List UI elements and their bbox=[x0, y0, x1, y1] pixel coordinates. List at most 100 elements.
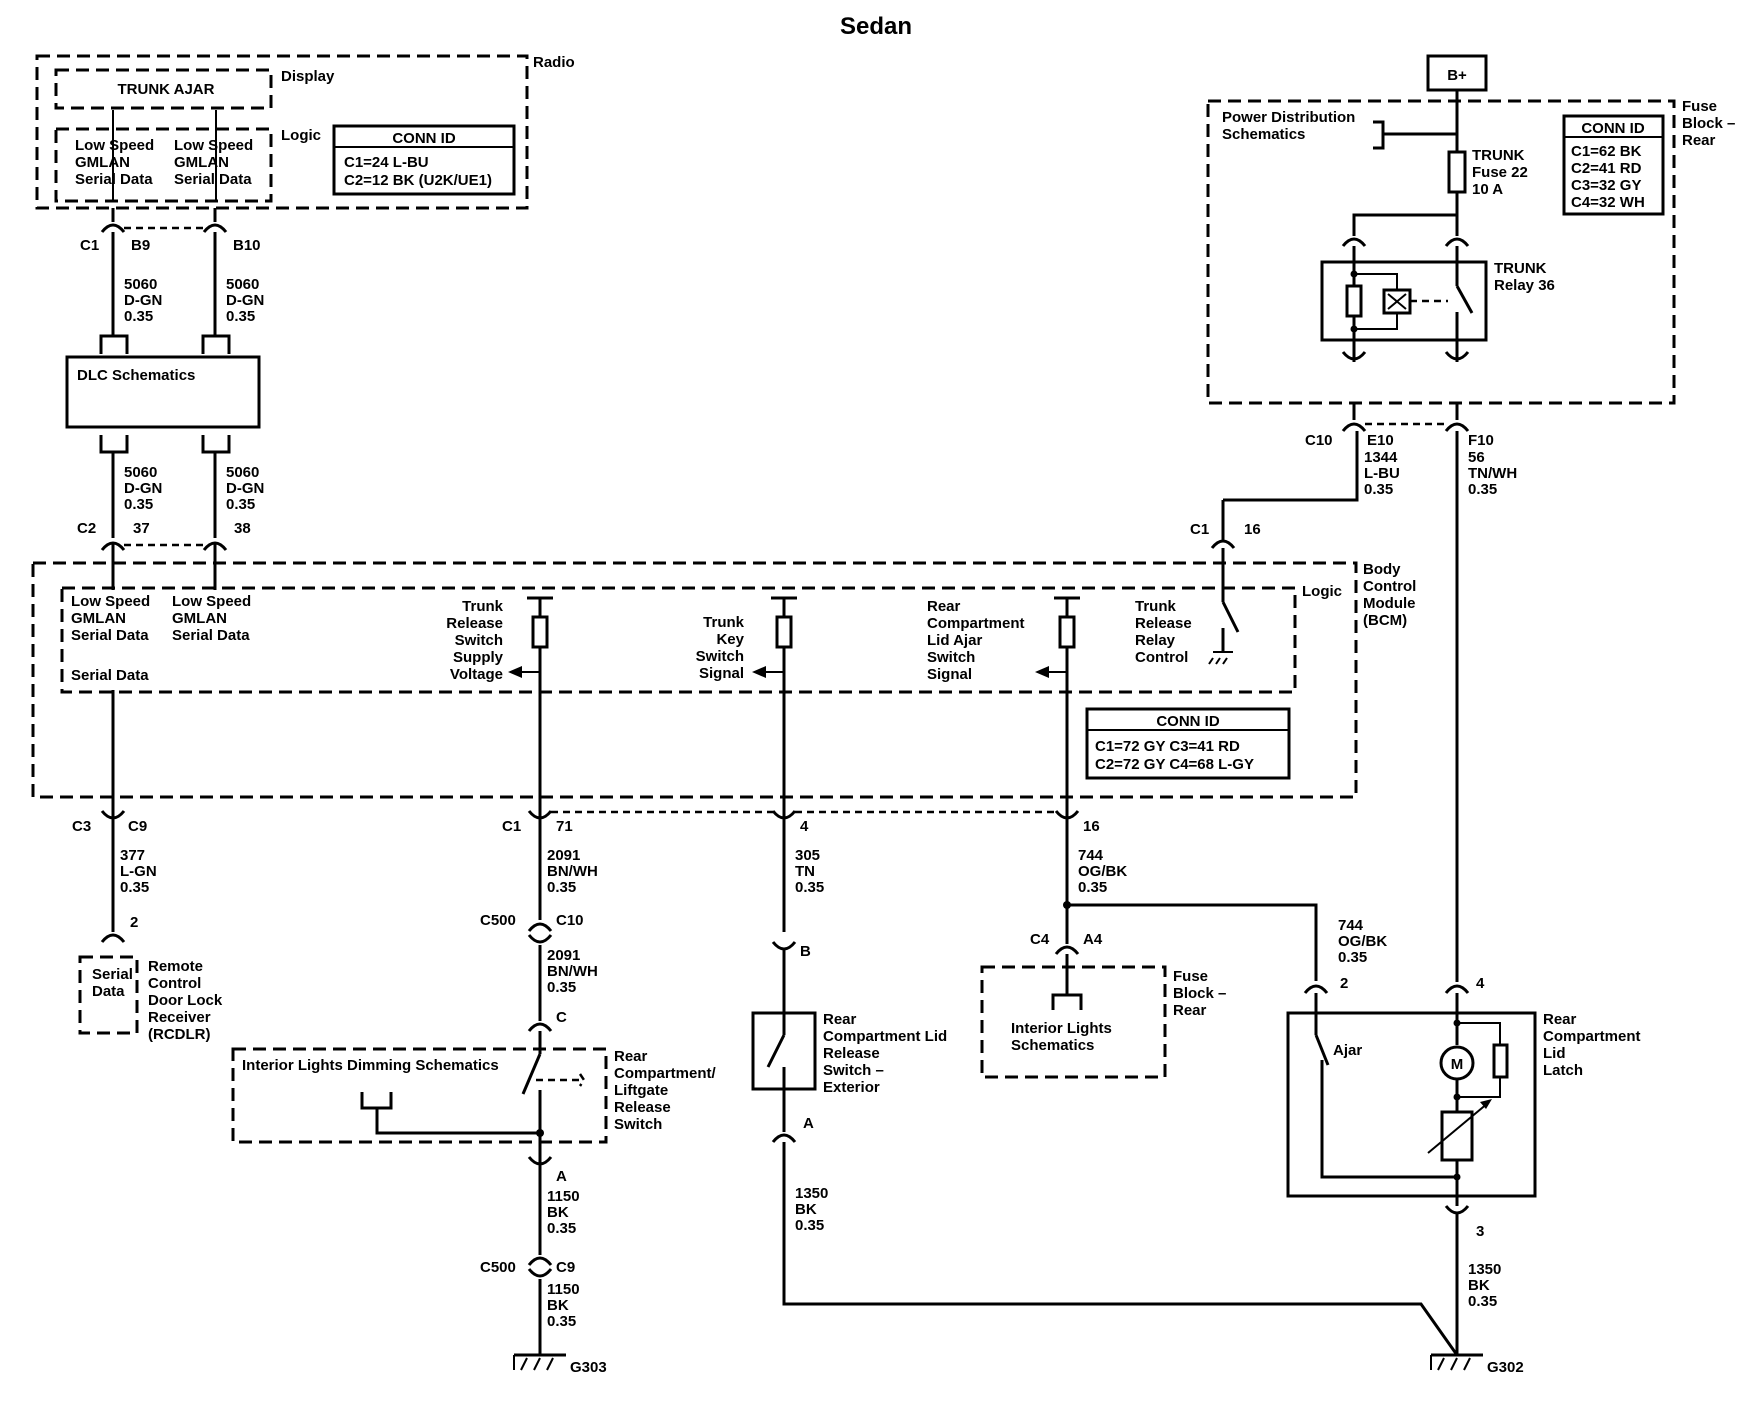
ground-g303: G303 bbox=[570, 1359, 607, 1376]
wire-377-line-1: 377 bbox=[120, 847, 145, 864]
fuse-conn-id-line-1: C1=62 BK bbox=[1571, 143, 1642, 160]
fuse-block-label-line-3: Rear bbox=[1682, 132, 1716, 149]
bcm-c3-label: C3 bbox=[72, 818, 91, 835]
motor-icon: M bbox=[1451, 1056, 1464, 1073]
wire-1150-a-line-3: 0.35 bbox=[547, 1220, 576, 1237]
bcm-gmlan-2-line-3: Serial Data bbox=[172, 627, 250, 644]
bcm-connector-c3: C3 C9 bbox=[72, 810, 147, 835]
trunk-release-relay-line-2: Release bbox=[1135, 615, 1192, 632]
bcm-pin-c9: C9 bbox=[128, 818, 147, 835]
wire-744-a-line-3: 0.35 bbox=[1078, 879, 1107, 896]
rcdlr-serial-line-1: Serial bbox=[92, 966, 133, 983]
wire-5060-d-line-2: D-GN bbox=[226, 480, 264, 497]
dlc-label: DLC Schematics bbox=[77, 367, 195, 384]
bcm-pin-71: 71 bbox=[556, 818, 573, 835]
exterior-release-switch-circuit: 305 TN 0.35 B Rear Compartment Lid Relea… bbox=[751, 820, 1459, 1356]
wire-305-line-1: 305 bbox=[795, 847, 820, 864]
wire-1150-a-line-1: 1150 bbox=[547, 1188, 580, 1205]
bcm-gmlan-1-line-1: Low Speed bbox=[71, 593, 150, 610]
radio-conn-id-line-1: C1=24 L-BU bbox=[344, 154, 429, 171]
rcdlr-serial-line-2: Data bbox=[92, 983, 125, 1000]
wire-56-line-3: 0.35 bbox=[1468, 481, 1497, 498]
trunk-release-relay-line-3: Relay bbox=[1135, 632, 1176, 649]
wire-5060-b-line-1: 5060 bbox=[226, 276, 259, 293]
wire-2091-a-line-2: BN/WH bbox=[547, 863, 598, 880]
latch-label-line-2: Compartment bbox=[1543, 1028, 1641, 1045]
exterior-pin-b: B bbox=[800, 943, 811, 960]
c500-bottom-label: C500 bbox=[480, 1259, 516, 1276]
exterior-pin-a: A bbox=[803, 1115, 814, 1132]
bcm-label-line-2: Control bbox=[1363, 578, 1416, 595]
wire-377-line-3: 0.35 bbox=[120, 879, 149, 896]
liftgate-pin-c9: C9 bbox=[556, 1259, 575, 1276]
bcm-pin-16-top: 16 bbox=[1244, 521, 1261, 538]
radio-pin-b10: B10 bbox=[233, 237, 261, 254]
wire-1150-b-line-2: BK bbox=[547, 1297, 569, 1314]
wire-5060-c-line-2: D-GN bbox=[124, 480, 162, 497]
liftgate-pin-c: C bbox=[556, 1009, 567, 1026]
wire-1344-line-3: 0.35 bbox=[1364, 481, 1393, 498]
wire-5060-c-line-3: 0.35 bbox=[124, 496, 153, 513]
fuse-block-label-line-2: Block – bbox=[1682, 115, 1735, 132]
trunk-release-switch-line-2: Release bbox=[446, 615, 503, 632]
fuse-block-rear: B+ Fuse Block – Rear Power Distribution … bbox=[1206, 54, 1735, 405]
liftgate-pin-c10: C10 bbox=[556, 912, 584, 929]
trunk-key-switch-line-3: Switch bbox=[696, 648, 744, 665]
fuse-22-line-1: TRUNK bbox=[1472, 147, 1525, 164]
wire-377-line-2: L-GN bbox=[120, 863, 157, 880]
interior-lights-circuit: 744 OG/BK 0.35 744 OG/BK 0.35 C4 A4 Inte… bbox=[980, 820, 1387, 1079]
trunk-release-switch-line-1: Trunk bbox=[462, 598, 503, 615]
radio-gmlan-1-line-1: Low Speed bbox=[75, 137, 154, 154]
wire-5060-a-line-1: 5060 bbox=[124, 276, 157, 293]
ground-g302: G302 bbox=[1487, 1359, 1524, 1376]
rcdlr-circuit: 377 L-GN 0.35 2 Serial Data Remote Contr… bbox=[78, 820, 223, 1043]
bcm-gmlan-2-line-1: Low Speed bbox=[172, 593, 251, 610]
wire-5060-c-line-1: 5060 bbox=[124, 464, 157, 481]
lid-ajar-switch-line-3: Lid Ajar bbox=[927, 632, 982, 649]
bcm-label-line-4: (BCM) bbox=[1363, 612, 1407, 629]
interior-dimming-label: Interior Lights Dimming Schematics bbox=[242, 1057, 499, 1074]
trunk-key-switch-line-4: Signal bbox=[699, 665, 744, 682]
lid-ajar-switch-line-5: Signal bbox=[927, 666, 972, 683]
fuse-pin-f10: F10 bbox=[1468, 432, 1494, 449]
interior-fuse-block-line-1: Fuse bbox=[1173, 968, 1208, 985]
latch-ajar-label: Ajar bbox=[1333, 1042, 1362, 1059]
bcm-label-line-1: Body bbox=[1363, 561, 1401, 578]
wire-2091-b-line-1: 2091 bbox=[547, 947, 580, 964]
radio-label: Radio bbox=[533, 54, 575, 71]
power-distribution-line-2: Schematics bbox=[1222, 126, 1305, 143]
wire-2091-b-line-3: 0.35 bbox=[547, 979, 576, 996]
wire-5060-a-line-2: D-GN bbox=[124, 292, 162, 309]
bcm-c2-label: C2 bbox=[77, 520, 96, 537]
radio-conn-id-line-2: C2=12 BK (U2K/UE1) bbox=[344, 172, 492, 189]
fuse-c10-label: C10 bbox=[1305, 432, 1333, 449]
bcm-pin-38: 38 bbox=[234, 520, 251, 537]
bcm-pin-37: 37 bbox=[133, 520, 150, 537]
wire-744-b-line-2: OG/BK bbox=[1338, 933, 1387, 950]
wire-744-a-line-1: 744 bbox=[1078, 847, 1104, 864]
liftgate-switch-line-4: Release bbox=[614, 1099, 671, 1116]
wire-305-line-3: 0.35 bbox=[795, 879, 824, 896]
bcm-connector-c1-bottom: C1 71 4 16 bbox=[502, 810, 1100, 835]
trunk-release-switch-line-3: Switch bbox=[455, 632, 503, 649]
wire-1150-a-line-2: BK bbox=[547, 1204, 569, 1221]
bcm-conn-id-line-1: C1=72 GY C3=41 RD bbox=[1095, 738, 1240, 755]
wires-radio-to-dlc: 5060 D-GN 0.35 5060 D-GN 0.35 bbox=[99, 232, 264, 354]
rcdlr-label-line-2: Control bbox=[148, 975, 201, 992]
wire-2091-a-line-3: 0.35 bbox=[547, 879, 576, 896]
fuse-conn-id-title: CONN ID bbox=[1581, 120, 1645, 137]
wire-1350-a-line-2: BK bbox=[795, 1201, 817, 1218]
fuse-22-line-2: Fuse 22 bbox=[1472, 164, 1528, 181]
wire-2091-a-line-1: 2091 bbox=[547, 847, 580, 864]
interior-fuse-block-line-3: Rear bbox=[1173, 1002, 1207, 1019]
bcm-pin-4: 4 bbox=[800, 818, 809, 835]
exterior-switch-line-3: Release bbox=[823, 1045, 880, 1062]
radio-connector-c1: C1 B9 B10 bbox=[80, 208, 261, 254]
latch-pin-2: 2 bbox=[1340, 975, 1348, 992]
wire-1350-a-line-3: 0.35 bbox=[795, 1217, 824, 1234]
rcdlr-label-line-4: Receiver bbox=[148, 1009, 211, 1026]
latch-label-line-3: Lid bbox=[1543, 1045, 1566, 1062]
bcm-conn-id-line-2: C2=72 GY C4=68 L-GY bbox=[1095, 756, 1254, 773]
wire-5060-d-line-3: 0.35 bbox=[226, 496, 255, 513]
bcm-pin-16: 16 bbox=[1083, 818, 1100, 835]
